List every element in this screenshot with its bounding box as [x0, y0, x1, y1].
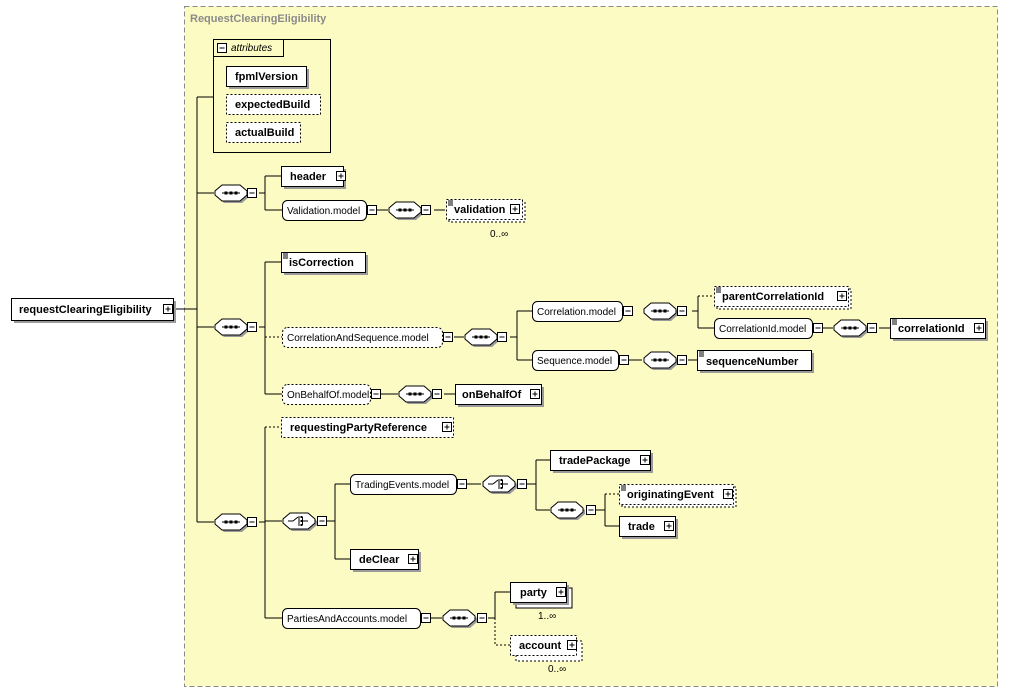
- root-element[interactable]: requestClearingEligibility: [11, 298, 177, 324]
- group-partiesandaccounts-model-label: PartiesAndAccounts.model: [287, 614, 407, 625]
- sequence-compositor[interactable]: [214, 184, 257, 203]
- attr-fpmlversion[interactable]: [226, 66, 307, 87]
- sequence-compositor[interactable]: [643, 302, 687, 321]
- attributes-title: attributes: [231, 43, 272, 54]
- element-requestingpartyreference[interactable]: requestingPartyReference: [281, 417, 454, 438]
- group-tradingevents-model[interactable]: TradingEvents.model: [350, 474, 467, 495]
- choice-compositor[interactable]: [482, 475, 527, 494]
- sequence-compositor[interactable]: [214, 318, 257, 337]
- account-cardinality: 0..∞: [548, 664, 566, 675]
- element-validation[interactable]: validation 0..∞: [446, 199, 526, 241]
- group-partiesandaccounts-model[interactable]: PartiesAndAccounts.model: [282, 608, 431, 629]
- element-trade[interactable]: trade: [619, 516, 679, 540]
- element-onbehalfof-label: onBehalfOf: [462, 389, 522, 401]
- sequence-compositor[interactable]: [643, 351, 687, 370]
- attr-fpmlversion-label: fpmlVersion: [235, 71, 298, 83]
- attr-expectedbuild-label: expectedBuild: [235, 99, 310, 111]
- element-account-label: account: [519, 640, 562, 652]
- group-title: RequestClearingEligibility: [190, 13, 327, 25]
- attr-expectedbuild[interactable]: [226, 94, 321, 115]
- element-originatingevent-label: originatingEvent: [627, 489, 714, 501]
- group-sequence-model[interactable]: Sequence.model: [532, 350, 629, 371]
- group-correlationid-model[interactable]: CorrelationId.model: [714, 318, 823, 339]
- connectors: [175, 96, 890, 646]
- validation-cardinality: 0..∞: [490, 229, 508, 240]
- choice-compositor[interactable]: [282, 512, 327, 531]
- element-correlationid-label: correlationId: [898, 323, 965, 335]
- element-parentcorrelationid[interactable]: parentCorrelationId: [714, 286, 852, 310]
- root-element-label: requestClearingEligibility: [19, 304, 153, 316]
- element-tradepackage[interactable]: tradePackage: [550, 450, 654, 474]
- group-onbehalfof-model-label: OnBehalfOf.model: [287, 390, 369, 401]
- attr-actualbuild-label: actualBuild: [235, 127, 294, 139]
- sequence-compositor[interactable]: [398, 385, 442, 404]
- sequence-compositor[interactable]: [833, 319, 877, 338]
- sequence-compositor[interactable]: [214, 513, 257, 532]
- element-header[interactable]: header: [281, 166, 347, 190]
- party-cardinality: 1..∞: [538, 611, 556, 622]
- group-correlation-model[interactable]: Correlation.model: [532, 301, 633, 322]
- attributes-panel: attributes fpmlVersion expectedBuild act…: [213, 39, 331, 153]
- sequence-compositor[interactable]: [550, 501, 596, 520]
- element-tradepackage-label: tradePackage: [559, 455, 631, 467]
- group-correlation-model-label: Correlation.model: [537, 307, 616, 318]
- group-correlationid-model-label: CorrelationId.model: [719, 324, 806, 335]
- element-header-label: header: [290, 171, 327, 183]
- group-correlationandsequence-model[interactable]: CorrelationAndSequence.model: [282, 327, 453, 348]
- sequence-compositor[interactable]: [464, 328, 507, 347]
- element-originatingevent[interactable]: originatingEvent: [619, 484, 737, 508]
- sequence-compositor[interactable]: [442, 609, 487, 628]
- element-iscorrection-label: isCorrection: [289, 257, 354, 269]
- element-correlationid[interactable]: correlationId: [890, 318, 989, 342]
- group-validation-model[interactable]: Validation.model: [282, 200, 377, 221]
- group-onbehalfof-model[interactable]: OnBehalfOf.model: [282, 384, 381, 405]
- element-iscorrection[interactable]: isCorrection: [281, 252, 369, 276]
- attr-actualbuild[interactable]: [226, 122, 301, 143]
- element-declear[interactable]: deClear: [350, 549, 422, 573]
- element-sequencenumber[interactable]: sequenceNumber: [697, 350, 815, 374]
- element-trade-label: trade: [628, 521, 655, 533]
- element-account[interactable]: account 0..∞: [510, 635, 583, 676]
- element-validation-label: validation: [454, 204, 506, 216]
- group-tradingevents-model-label: TradingEvents.model: [355, 480, 449, 491]
- element-parentcorrelationid-label: parentCorrelationId: [722, 291, 824, 303]
- element-declear-label: deClear: [359, 554, 400, 566]
- element-sequencenumber-label: sequenceNumber: [706, 356, 799, 368]
- group-validation-model-label: Validation.model: [287, 206, 360, 217]
- element-requestingpartyreference-label: requestingPartyReference: [290, 422, 427, 434]
- element-party-label: party: [520, 587, 548, 599]
- element-party[interactable]: party 1..∞: [510, 582, 573, 623]
- group-correlationandsequence-model-label: CorrelationAndSequence.model: [287, 333, 429, 344]
- group-sequence-model-label: Sequence.model: [537, 356, 612, 367]
- sequence-compositor[interactable]: [388, 201, 431, 220]
- element-onbehalfof[interactable]: onBehalfOf: [455, 384, 545, 408]
